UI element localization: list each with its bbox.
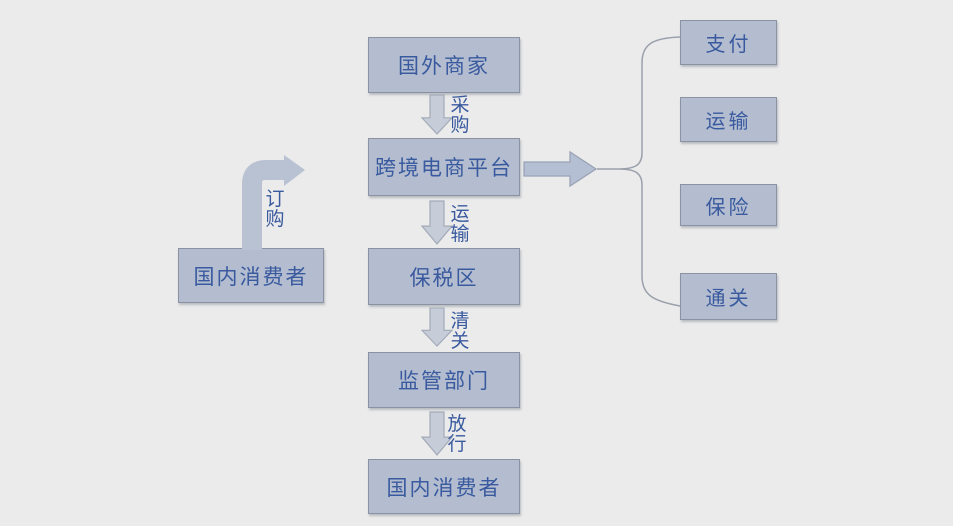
edge-label-procure: 采购 xyxy=(450,94,470,136)
down-arrow-icon xyxy=(420,94,454,135)
edge-label-release: 放行 xyxy=(447,413,467,455)
node-label: 通关 xyxy=(705,286,752,310)
node-label: 保险 xyxy=(705,194,752,219)
elbow-arrow-icon xyxy=(242,155,305,250)
node-foreign-merchant: 国外商家 xyxy=(368,37,520,93)
node-label: 运输 xyxy=(705,109,752,133)
node-label: 监管部门 xyxy=(398,369,490,393)
edge-label-clearance: 清关 xyxy=(450,310,470,352)
node-label: 国内消费者 xyxy=(386,475,502,500)
node-regulator: 监管部门 xyxy=(368,352,520,408)
node-crossborder-platform: 跨境电商平台 xyxy=(368,138,520,196)
node-label: 国内消费者 xyxy=(193,264,309,289)
down-arrow-icon xyxy=(420,200,454,245)
node-domestic-consumer-left: 国内消费者 xyxy=(178,248,324,303)
node-label: 支付 xyxy=(705,32,752,56)
node-transport: 运输 xyxy=(680,97,777,142)
node-label: 跨境电商平台 xyxy=(375,156,513,180)
down-arrow-icon xyxy=(420,411,454,456)
brace-bracket xyxy=(597,36,681,307)
down-arrow-icon xyxy=(420,307,454,347)
node-customs: 通关 xyxy=(680,273,777,320)
node-payment: 支付 xyxy=(680,20,777,65)
right-arrow-icon xyxy=(523,150,598,188)
node-label: 国外商家 xyxy=(398,54,490,78)
node-insurance: 保险 xyxy=(680,184,777,226)
edge-label-transport: 运输 xyxy=(450,203,470,245)
node-bonded-zone: 保税区 xyxy=(368,248,520,305)
edge-label-order: 订购 xyxy=(265,188,285,230)
node-domestic-consumer-bottom: 国内消费者 xyxy=(368,459,520,514)
node-label: 保税区 xyxy=(409,265,479,290)
